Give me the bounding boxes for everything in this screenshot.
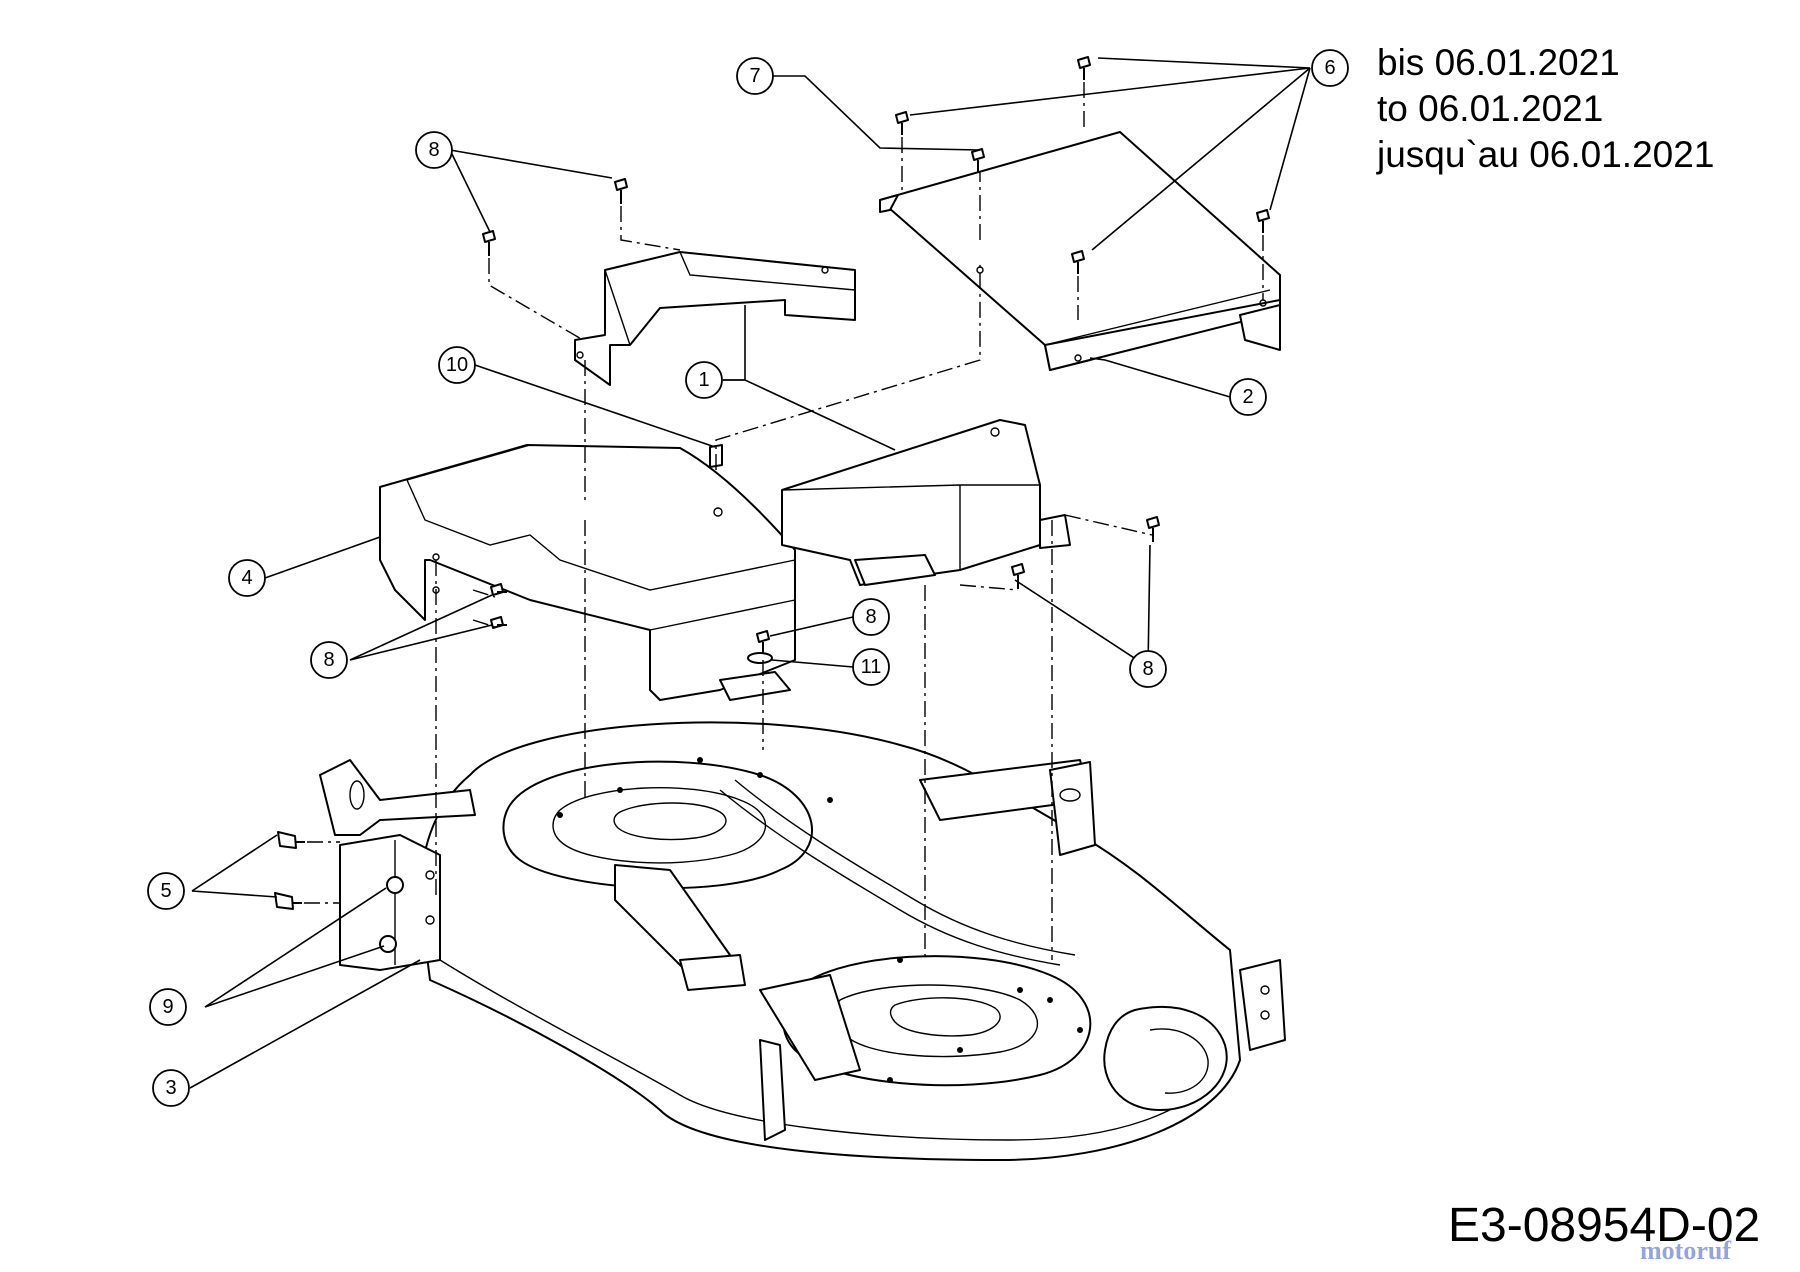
svg-text:8: 8 — [323, 649, 334, 671]
callout-3: 3 — [152, 1069, 190, 1107]
callout-8-mid: 8 — [852, 598, 890, 636]
svg-text:8: 8 — [428, 139, 439, 161]
svg-text:9: 9 — [162, 996, 173, 1018]
assembly-lines — [304, 82, 1264, 960]
callout-1: 1 — [685, 361, 723, 399]
belt-cover-part-1 — [781, 419, 1071, 586]
nuts-part-9 — [379, 876, 404, 953]
callout-5: 5 — [147, 872, 185, 910]
bolts-part-5 — [274, 831, 305, 910]
svg-text:1: 1 — [698, 369, 709, 391]
screws — [482, 56, 1270, 654]
svg-text:10: 10 — [446, 354, 468, 376]
callout-8-top: 8 — [415, 131, 453, 169]
svg-text:11: 11 — [861, 656, 882, 678]
svg-text:7: 7 — [749, 65, 760, 87]
callout-2: 2 — [1229, 378, 1267, 416]
validity-line-en: to 06.01.2021 — [1377, 88, 1604, 129]
callout-4: 4 — [228, 559, 266, 597]
callout-10: 10 — [438, 346, 476, 384]
washer-part-11 — [747, 652, 773, 664]
belt-cover-part-4 — [379, 444, 796, 701]
svg-text:5: 5 — [160, 880, 171, 902]
svg-text:8: 8 — [865, 606, 876, 628]
leader-lines — [189, 57, 1311, 1089]
watermark-logo: motoruf — [1640, 1236, 1731, 1265]
callout-8-left: 8 — [310, 641, 348, 679]
validity-line-fr: jusqu`au 06.01.2021 — [1377, 134, 1715, 175]
svg-text:8: 8 — [1142, 658, 1153, 680]
upper-left-cover-plate — [574, 251, 856, 386]
validity-note: bis 06.01.2021 to 06.01.2021 jusqu`au 06… — [1377, 40, 1714, 178]
svg-text:4: 4 — [241, 567, 252, 589]
svg-text:2: 2 — [1242, 386, 1253, 408]
deck-hanger-brackets — [319, 759, 1286, 1141]
callout-6: 6 — [1311, 49, 1349, 87]
document-number: E3-08954D-02 — [1448, 1199, 1761, 1252]
validity-line-de: bis 06.01.2021 — [1377, 42, 1620, 83]
callout-7: 7 — [736, 57, 774, 95]
svg-text:3: 3 — [165, 1077, 176, 1099]
callout-8-right: 8 — [1129, 650, 1167, 688]
svg-text:6: 6 — [1324, 57, 1335, 79]
mower-deck — [419, 721, 1241, 1161]
callout-9: 9 — [149, 988, 187, 1026]
callout-11: 11 — [852, 648, 890, 686]
